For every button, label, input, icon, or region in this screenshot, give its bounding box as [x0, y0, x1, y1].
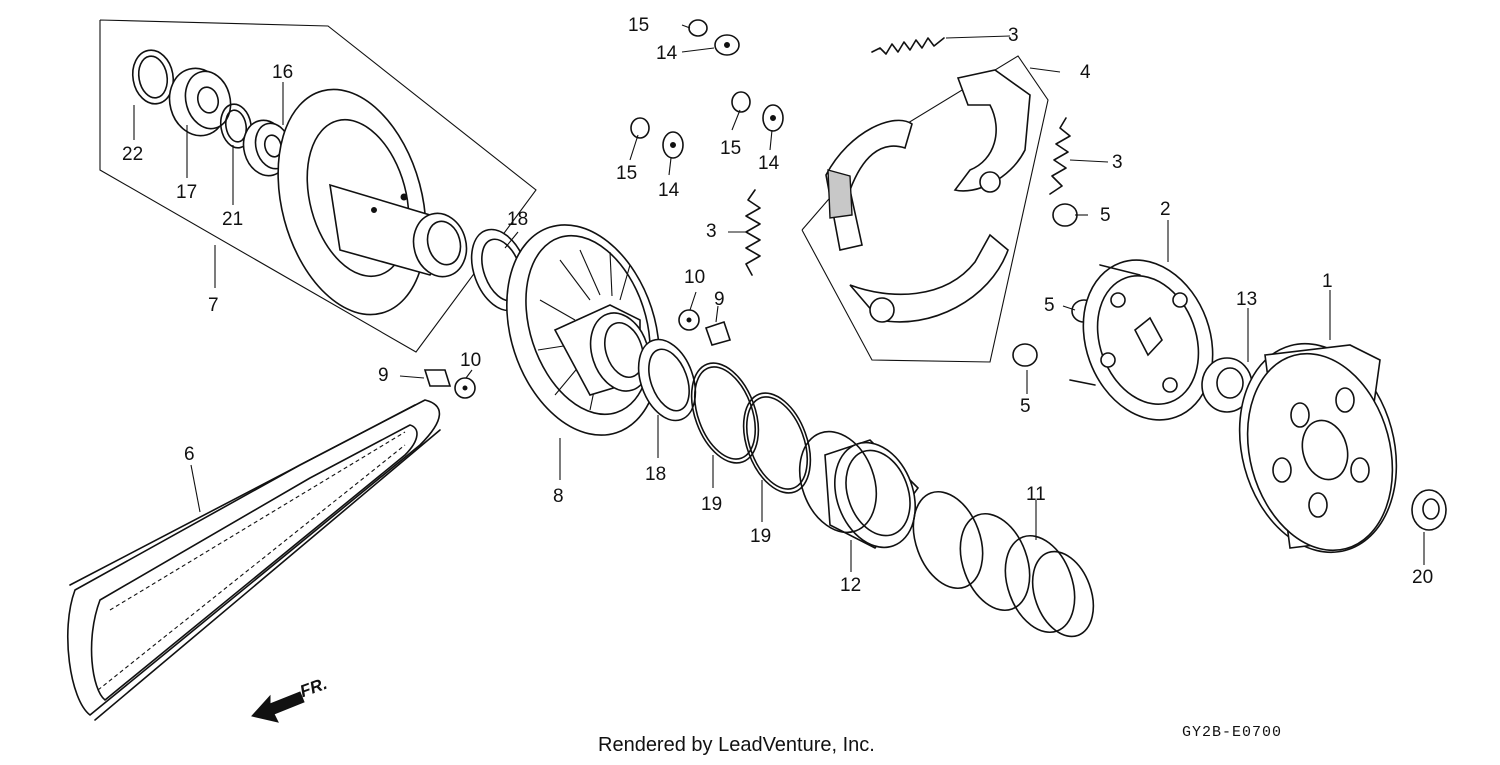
part-19-o-ring-2	[742, 392, 812, 494]
part-21-circlip	[219, 103, 253, 149]
callout-1: 1	[1322, 271, 1333, 292]
callout-7: 7	[208, 295, 219, 316]
part-3-spring-right	[1049, 117, 1071, 195]
callout-18-upper: 18	[507, 209, 529, 230]
part-4-clutch-shoe-set	[801, 55, 1049, 363]
callout-21: 21	[222, 209, 244, 230]
callout-14-top: 14	[656, 43, 678, 64]
part-10-collar-lower	[454, 377, 476, 399]
part-15-e-clip-mid-left	[630, 117, 650, 139]
callout-14-mid-right: 14	[758, 153, 780, 174]
part-1-clutch-outer	[1238, 342, 1398, 554]
part-14-washer-top	[714, 34, 740, 56]
callout-9-lower: 9	[378, 365, 389, 386]
part-8-movable-driven-face	[506, 224, 660, 436]
part-17-bearing	[168, 67, 232, 137]
part-5-nut-lower	[1012, 343, 1038, 367]
part-11-driven-face-spring	[912, 490, 1095, 638]
part-15-e-clip-top	[688, 19, 708, 37]
part-18-oil-seal-lower	[637, 338, 697, 422]
part-7-driven-face	[277, 88, 468, 316]
part-9-pin-lower	[423, 369, 452, 387]
part-5-nut-right	[1052, 203, 1078, 227]
callout-15-mid-right: 15	[720, 138, 742, 159]
callout-22: 22	[122, 144, 144, 165]
part-2-drive-plate	[1069, 259, 1214, 421]
part-9-pin-upper	[704, 320, 732, 346]
part-19-o-ring-1	[690, 362, 760, 464]
callout-5-lower: 5	[1020, 396, 1031, 417]
callout-19-left: 19	[701, 494, 723, 515]
callout-5-right: 5	[1100, 205, 1111, 226]
callout-13: 13	[1236, 289, 1258, 310]
part-12-seal-collar	[798, 430, 920, 550]
part-15-e-clip-mid-right	[731, 91, 751, 113]
callout-18-lower: 18	[645, 464, 667, 485]
part-6-drive-belt	[66, 399, 441, 721]
callout-10-upper: 10	[684, 267, 706, 288]
credit-line: Rendered by LeadVenture, Inc.	[598, 734, 875, 756]
callout-10-lower: 10	[460, 350, 482, 371]
callout-16: 16	[272, 62, 294, 83]
callout-15-mid-left: 15	[616, 163, 638, 184]
callout-15-top: 15	[628, 15, 650, 36]
callout-4: 4	[1080, 62, 1091, 83]
callout-19-right: 19	[750, 526, 772, 547]
part-10-collar-upper	[678, 309, 700, 331]
callout-9-upper: 9	[714, 289, 725, 310]
part-20-nut	[1411, 489, 1447, 531]
callout-2: 2	[1160, 199, 1171, 220]
callout-11: 11	[1026, 484, 1046, 505]
part-3-spring-top	[871, 37, 945, 55]
callout-20: 20	[1412, 567, 1434, 588]
part-3-spring-left	[745, 189, 761, 276]
callout-12: 12	[840, 575, 862, 596]
callout-3-left: 3	[706, 221, 717, 242]
part-14-washer-mid-left	[662, 131, 684, 159]
callout-3-right: 3	[1112, 152, 1123, 173]
part-22-circlip	[131, 49, 175, 105]
leader-lines	[133, 24, 1425, 572]
callout-14-mid-left: 14	[658, 180, 680, 201]
callout-6: 6	[184, 444, 195, 465]
part-14-washer-mid-right	[762, 104, 784, 132]
callout-17: 17	[176, 182, 198, 203]
callout-8: 8	[553, 486, 564, 507]
part-13-special-nut	[1201, 357, 1253, 413]
callout-5-middle: 5	[1044, 295, 1055, 316]
callout-3-top: 3	[1008, 25, 1019, 46]
front-direction-arrow	[251, 691, 305, 723]
drawing-code: GY2B-E0700	[1182, 724, 1283, 741]
